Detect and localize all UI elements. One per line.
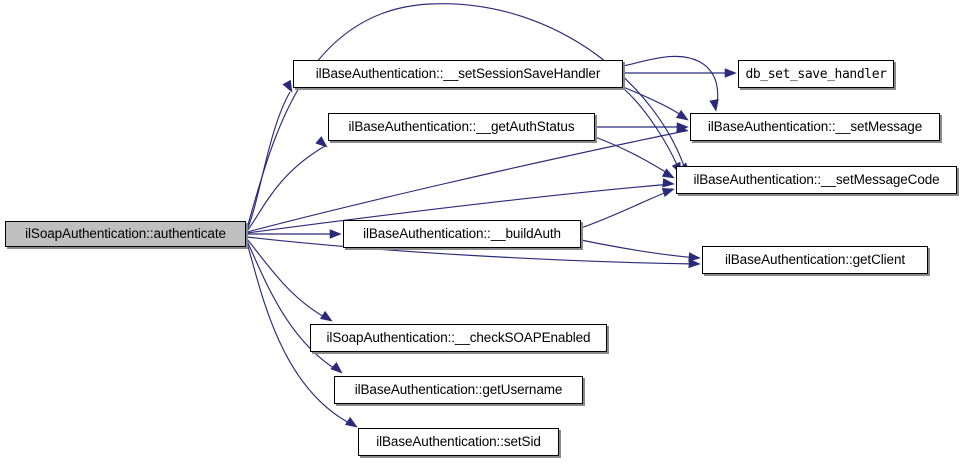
arrowhead xyxy=(675,109,689,121)
edge-authenticate-to-getClient xyxy=(246,236,699,265)
graph-node-setSid[interactable]: ilBaseAuthentication::setSid xyxy=(358,428,559,456)
arrowhead xyxy=(724,68,737,78)
edge-authenticate-to-getUsername xyxy=(246,240,341,373)
graph-node-label-dbSetSaveHandler: db_set_save_handler xyxy=(745,66,887,82)
arrowhead xyxy=(676,122,689,132)
edge-authenticate-to-checkSOAPEnabled xyxy=(246,238,331,321)
arrowhead xyxy=(688,252,701,262)
graph-node-getUsername[interactable]: ilBaseAuthentication::getUsername xyxy=(334,376,583,404)
graph-node-label-getUsername: ilBaseAuthentication::getUsername xyxy=(354,382,563,398)
arrowhead xyxy=(282,79,293,93)
graph-node-buildAuth[interactable]: ilBaseAuthentication::__buildAuth xyxy=(343,220,581,248)
edge-getAuthStatus-to-setMessageCode xyxy=(594,136,673,177)
arrowhead xyxy=(315,136,328,148)
graph-node-label-buildAuth: ilBaseAuthentication::__buildAuth xyxy=(363,226,561,242)
graph-node-setSessionSaveHandler[interactable]: ilBaseAuthentication::__setSessionSaveHa… xyxy=(293,60,623,88)
edge-authenticate-to-setSid xyxy=(246,242,356,427)
graph-node-label-authenticate: ilSoapAuthentication::authenticate xyxy=(25,226,226,242)
graph-node-label-setMessageCode: ilBaseAuthentication::__setMessageCode xyxy=(693,172,940,188)
arrowhead xyxy=(662,178,675,188)
graph-node-getClient[interactable]: ilBaseAuthentication::getClient xyxy=(702,246,928,274)
arrowhead-layer xyxy=(282,68,737,428)
arrowhead xyxy=(661,168,675,179)
edge-setSessionSaveHandler-to-setMessageCode xyxy=(622,87,681,173)
graph-node-dbSetSaveHandler[interactable]: db_set_save_handler xyxy=(738,60,894,88)
edge-authenticate-to-setMessageCode xyxy=(246,183,673,234)
edge-authenticate-to-setSessionSaveHandler xyxy=(246,91,291,231)
arrowhead xyxy=(344,416,358,428)
graph-node-setMessage[interactable]: ilBaseAuthentication::__setMessage xyxy=(690,113,940,141)
arrowhead xyxy=(330,362,343,374)
graph-node-label-checkSOAPEnabled: ilSoapAuthentication::__checkSOAPEnabled xyxy=(326,330,591,346)
arrowhead xyxy=(688,258,701,269)
graph-node-checkSOAPEnabled[interactable]: ilSoapAuthentication::__checkSOAPEnabled xyxy=(310,324,607,352)
edge-setSessionSaveHandler-to-setMessage xyxy=(622,86,687,120)
edge-authenticate-to-getAuthStatus xyxy=(246,145,326,232)
graph-node-getAuthStatus[interactable]: ilBaseAuthentication::__getAuthStatus xyxy=(328,113,595,141)
graph-node-label-setMessage: ilBaseAuthentication::__setMessage xyxy=(707,119,923,135)
graph-node-label-setSid: ilBaseAuthentication::setSid xyxy=(376,434,541,450)
arrowhead xyxy=(709,99,719,112)
graph-node-label-getClient: ilBaseAuthentication::getClient xyxy=(724,252,905,268)
graph-node-label-setSessionSaveHandler: ilBaseAuthentication::__setSessionSaveHa… xyxy=(315,66,601,82)
arrowhead xyxy=(319,310,333,322)
graph-node-label-getAuthStatus: ilBaseAuthentication::__getAuthStatus xyxy=(348,119,575,135)
graph-node-setMessageCode[interactable]: ilBaseAuthentication::__setMessageCode xyxy=(676,166,957,194)
arrowhead xyxy=(661,187,675,197)
edge-buildAuth-to-getClient xyxy=(580,239,699,259)
graph-node-authenticate[interactable]: ilSoapAuthentication::authenticate xyxy=(5,221,246,247)
edge-setSessionSaveHandler-to-setMessage xyxy=(622,55,719,110)
edge-authenticate-to-setMessage xyxy=(246,130,686,233)
arrowhead xyxy=(329,229,342,239)
edge-buildAuth-to-setMessageCode xyxy=(580,189,673,229)
